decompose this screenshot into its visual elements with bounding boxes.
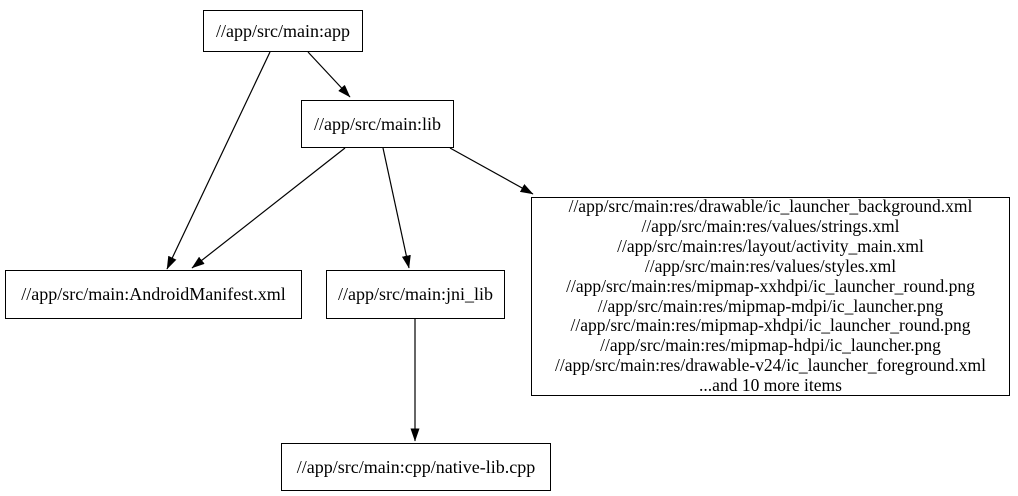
node-android-manifest-label: //app/src/main:AndroidManifest.xml xyxy=(21,284,286,305)
resource-item: //app/src/main:res/drawable-v24/ic_launc… xyxy=(554,355,987,376)
node-jni-lib: //app/src/main:jni_lib xyxy=(326,270,505,319)
resource-more-items: ...and 10 more items xyxy=(699,375,842,396)
resource-item: //app/src/main:res/mipmap-xxhdpi/ic_laun… xyxy=(566,275,975,296)
node-resources-group: //app/src/main:res/drawable/ic_launcher_… xyxy=(531,195,1010,396)
node-native-lib-cpp: //app/src/main:cpp/native-lib.cpp xyxy=(281,443,551,491)
node-jni-lib-label: //app/src/main:jni_lib xyxy=(338,284,493,305)
node-app: //app/src/main:app xyxy=(203,10,363,52)
edge-lib-to-resources xyxy=(449,147,534,195)
node-lib-label: //app/src/main:lib xyxy=(314,113,441,134)
edge-lib-to-jnilib xyxy=(382,147,411,269)
resource-item: //app/src/main:res/mipmap-hdpi/ic_launch… xyxy=(600,335,941,356)
resource-item: //app/src/main:res/mipmap-mdpi/ic_launch… xyxy=(597,295,944,316)
node-native-lib-cpp-label: //app/src/main:cpp/native-lib.cpp xyxy=(296,456,536,477)
node-android-manifest: //app/src/main:AndroidManifest.xml xyxy=(5,270,302,319)
resource-item: //app/src/main:res/drawable/ic_launcher_… xyxy=(568,195,973,216)
edge-app-to-androidmanifest xyxy=(166,51,271,270)
edge-lib-to-androidmanifest xyxy=(191,147,346,269)
edge-app-to-lib xyxy=(307,51,351,98)
resource-item: //app/src/main:res/values/strings.xml xyxy=(641,215,900,236)
resource-item: //app/src/main:res/mipmap-xhdpi/ic_launc… xyxy=(570,315,971,336)
resource-item: //app/src/main:res/layout/activity_main.… xyxy=(617,235,924,256)
node-app-label: //app/src/main:app xyxy=(216,20,350,41)
node-lib: //app/src/main:lib xyxy=(301,100,454,148)
resource-item: //app/src/main:res/values/styles.xml xyxy=(644,255,897,276)
